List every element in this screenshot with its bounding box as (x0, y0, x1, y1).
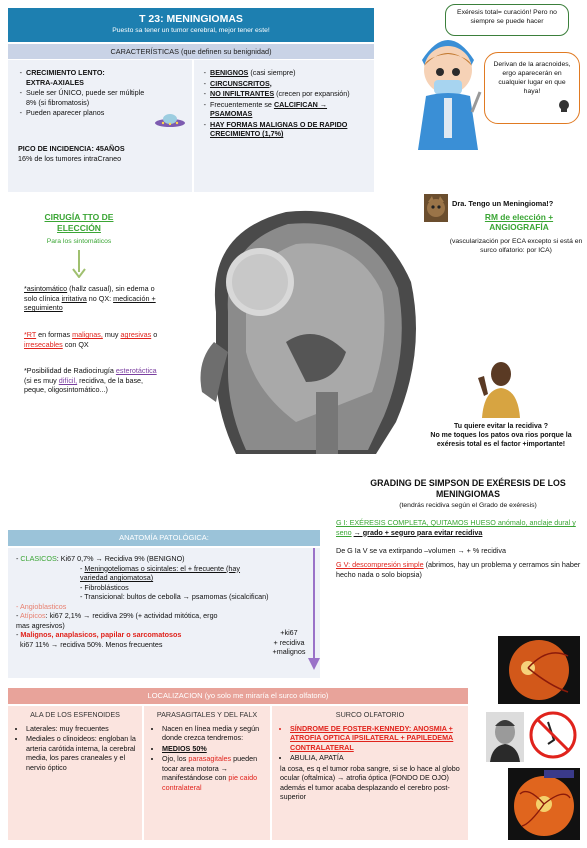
loc-item: Mediales o clinoideos: engloban la arter… (26, 734, 136, 772)
nurse-illustration (418, 40, 482, 150)
cirugia-subtitle: Para los sintomáticos (46, 238, 112, 245)
loc-item: Nacen en línea media y según donde crezc… (162, 724, 264, 743)
fundus-image-2 (508, 768, 580, 840)
simpson-g5: G V: descompresión simple (abrimos, hay … (336, 560, 581, 579)
cat-photo (424, 194, 448, 222)
simpson-subtitle: (tendrás recidiva según el Grado de exér… (399, 502, 537, 509)
anatomia-sub2: - Fibroblásticos (80, 582, 129, 592)
incidence-text: 16% de los tumores intraCraneo (18, 154, 122, 163)
anatomia-malignos: - Malignos, anaplasicos, papilar o sarco… (16, 630, 182, 649)
caracteristicas-heading: CARACTERÍSTICAS (que definen su benignid… (8, 44, 374, 59)
anatomia-sub3: - Transicional: bultos de cebolla → psam… (80, 592, 269, 601)
loc-col-esfenoides: ALA DE LOS ESFENOIDES Laterales: muy fre… (8, 706, 142, 840)
loc-item: ABULIA, APATÍA (290, 753, 462, 763)
nurse-speech-bubble-1: Exéresis total= curación! Pero no siempr… (445, 4, 569, 36)
char-item-circunscritos: CIRCUNSCRITOS, (210, 79, 374, 89)
loc-olfatorio-explanation: la cosa, es q el tumor roba sangre, si s… (280, 763, 460, 802)
no-smell-icon (529, 711, 577, 759)
diagnostico-rm: RM de elección +ANGIOGRAFÍA (484, 212, 554, 233)
fundus-image-1 (498, 636, 580, 704)
localizacion-heading: LOCALIZACION (yo solo me miraría el surc… (8, 688, 468, 704)
purple-arrow (308, 548, 320, 670)
char-item-crecimiento: CRECIMIENTO LENTO:EXTRA-AXIALES (26, 68, 192, 87)
diagnostico-note: (vascularización por ECA excepto si está… (449, 238, 583, 254)
loc-col-title: ALA DE LOS ESFENOIDES (30, 710, 120, 719)
recidiva-text: Tu quiere evitar la recidiva ?No me toqu… (430, 423, 572, 449)
anatomia-sub1: - Meningoteliomas o sicintales: el + fre… (80, 563, 241, 583)
anatomia-angio: - Angioblasticos (16, 601, 67, 611)
char-item-calcifican: Frecuentemente se CALCIFICAN →PSAMOMAS (210, 100, 374, 119)
anatomia-clasicos: - CLASICOS: Ki67 0,7% → Recidiva 9% (BEN… (16, 554, 185, 563)
simpson-mid: De G Ia V se va extirpando –volumen → + … (336, 546, 506, 555)
cirugia-p3: *Posibilidad de Radiocirugía esterotácti… (24, 366, 157, 394)
loc-item: Ojo, los parasagitales pueden tocar area… (162, 754, 264, 792)
cirugia-p1: *asintomático (hallz casual), sin edema … (24, 284, 156, 312)
anatomia-heading: ANATOMÍA PATOLÓGICA: (8, 530, 320, 546)
mri-brain-image (176, 192, 426, 454)
title-banner: T 23: MENINGIOMAS Puesto sa tener un tum… (8, 8, 374, 42)
page-subtitle: Puesto sa tener un tumor cerebral, mejor… (112, 26, 270, 34)
skull-icon (559, 100, 569, 112)
loc-item: SÍNDROME DE FOSTER-KENNEDY: ANOSMIA + AT… (290, 724, 462, 753)
cirugia-title: CIRUGÍA TTO DE ELECCIÓN (44, 212, 114, 234)
char-item-malignas: HAY FORMAS MALIGNAS O DE RAPIDO CRECIMIE… (210, 120, 374, 139)
loc-col-title: PARASAGITALES Y DEL FALX (156, 710, 258, 719)
loc-item: MEDIOS 50% (162, 744, 264, 754)
loc-col-parasagitales: PARASAGITALES Y DEL FALX Nacen en línea … (144, 706, 270, 840)
kennedy-photo (486, 712, 524, 762)
ufo-icon (155, 114, 185, 127)
char-item-unico: Suele ser ÚNICO, puede ser múltiple 8% (… (26, 88, 156, 107)
loc-col-title: SURCO OLFATORIO (335, 710, 405, 719)
anatomia-side-notes: +ki67+ recidiva+malignos (272, 628, 306, 656)
caracteristicas-left-panel: CRECIMIENTO LENTO:EXTRA-AXIALES Suele se… (8, 60, 192, 192)
caracteristicas-right-panel: BENIGNOS (casi siempre) CIRCUNSCRITOS, N… (194, 60, 374, 192)
simpson-title: GRADING DE SIMPSON DE EXÉRESIS DE LOS ME… (370, 478, 566, 500)
arrow-down (78, 250, 80, 272)
nurse-speech-bubble-2: Derivan de la aracnoides, ergo aparecerá… (484, 52, 580, 124)
char-item-no-infiltrantes: NO INFILTRANTES (crecen por expansión) (210, 89, 374, 99)
diagnostico-question: Dra. Tengo un Meningioma!? (452, 199, 554, 208)
anatomia-panel: - CLASICOS: Ki67 0,7% → Recidiva 9% (BEN… (8, 548, 320, 678)
page-title: T 23: MENINGIOMAS (139, 13, 243, 25)
arrow-head-icon (72, 268, 86, 278)
woman-photo (474, 356, 528, 418)
cirugia-p2: *RT en formas malignas, muy agresivas o … (24, 330, 158, 349)
incidence-label: PICO DE INCIDENCIA: 45AÑOS (18, 144, 125, 153)
char-item-planos: Pueden aparecer planos (26, 108, 192, 118)
char-item-benignos: BENIGNOS (casi siempre) (210, 68, 374, 78)
simpson-g1: G I: EXÉRESIS COMPLETA, QUITAMOS HUESO a… (336, 518, 576, 537)
anatomia-atipicos: - Atípicos: ki67 2,1% → recidiva 29% (+ … (16, 611, 218, 630)
loc-col-olfatorio: SURCO OLFATORIO SÍNDROME DE FOSTER-KENNE… (272, 706, 468, 840)
loc-item: Laterales: muy frecuentes (26, 724, 136, 734)
